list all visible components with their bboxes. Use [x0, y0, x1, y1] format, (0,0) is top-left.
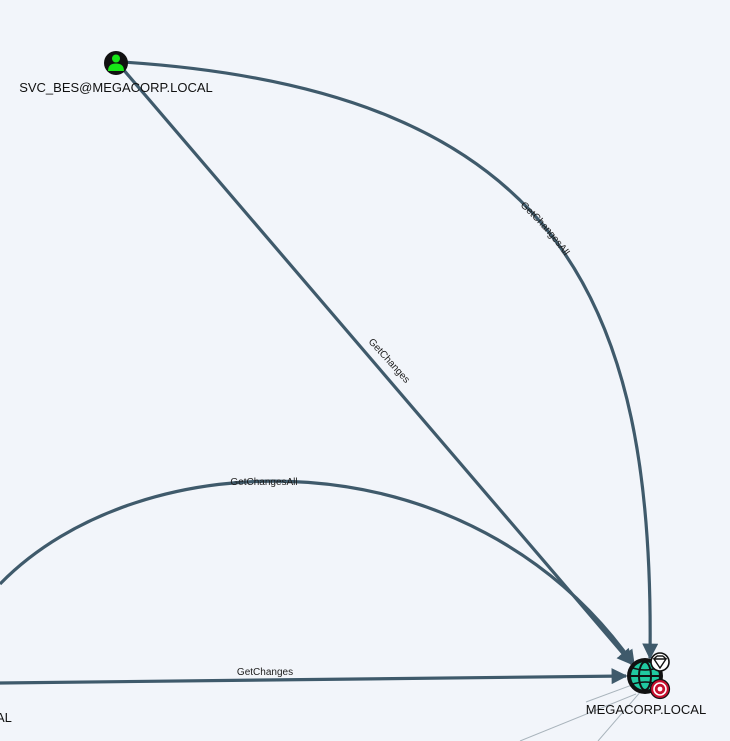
- edge-user-getchanges[interactable]: [120, 66, 634, 666]
- domain-node[interactable]: [627, 652, 671, 700]
- user-node-label: SVC_BES@MEGACORP.LOCAL: [19, 80, 213, 95]
- offscreen-node-label: AL: [0, 710, 12, 725]
- target-icon: [649, 678, 671, 700]
- edge-label-user-getchangesall: GetChangesAll: [518, 200, 571, 258]
- edge-left-getchangesall[interactable]: [0, 479, 636, 667]
- edge-label-left-getchanges: GetChanges: [237, 667, 293, 678]
- edge-user-getchangesall[interactable]: [121, 60, 659, 660]
- owned-icon: [650, 652, 670, 672]
- user-node[interactable]: [104, 51, 128, 75]
- domain-node-label: MEGACORP.LOCAL: [586, 702, 706, 717]
- edge-left-getchanges[interactable]: [0, 668, 628, 685]
- edge-label-left-getchangesall: GetChangesAll: [230, 477, 297, 488]
- user-icon: [108, 54, 124, 71]
